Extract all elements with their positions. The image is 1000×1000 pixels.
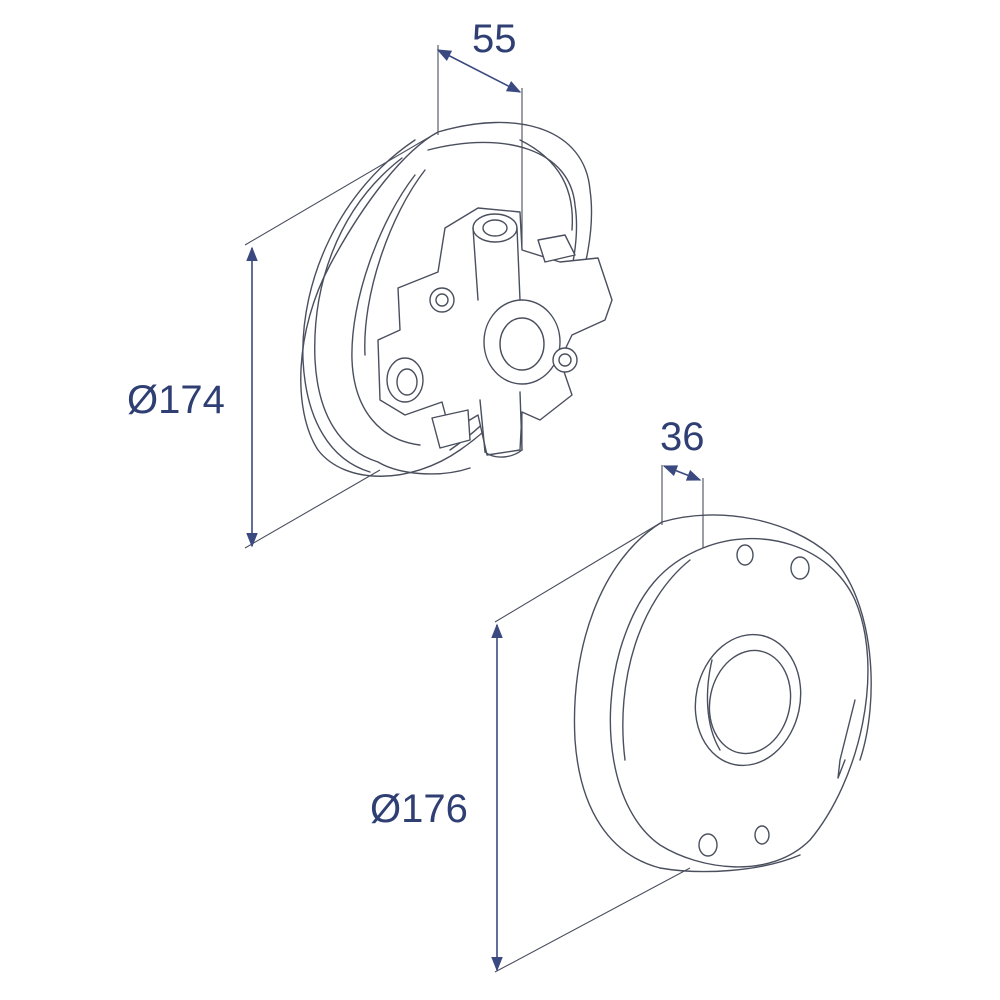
depth-bottom-label: 36 [660, 415, 705, 459]
cover-disc-part [491, 465, 872, 973]
diameter-bottom-label: Ø176 [370, 787, 468, 831]
diameter-top-label: Ø174 [127, 378, 225, 422]
hub-adapter-part [244, 45, 613, 549]
depth-top-label: 55 [472, 17, 517, 61]
